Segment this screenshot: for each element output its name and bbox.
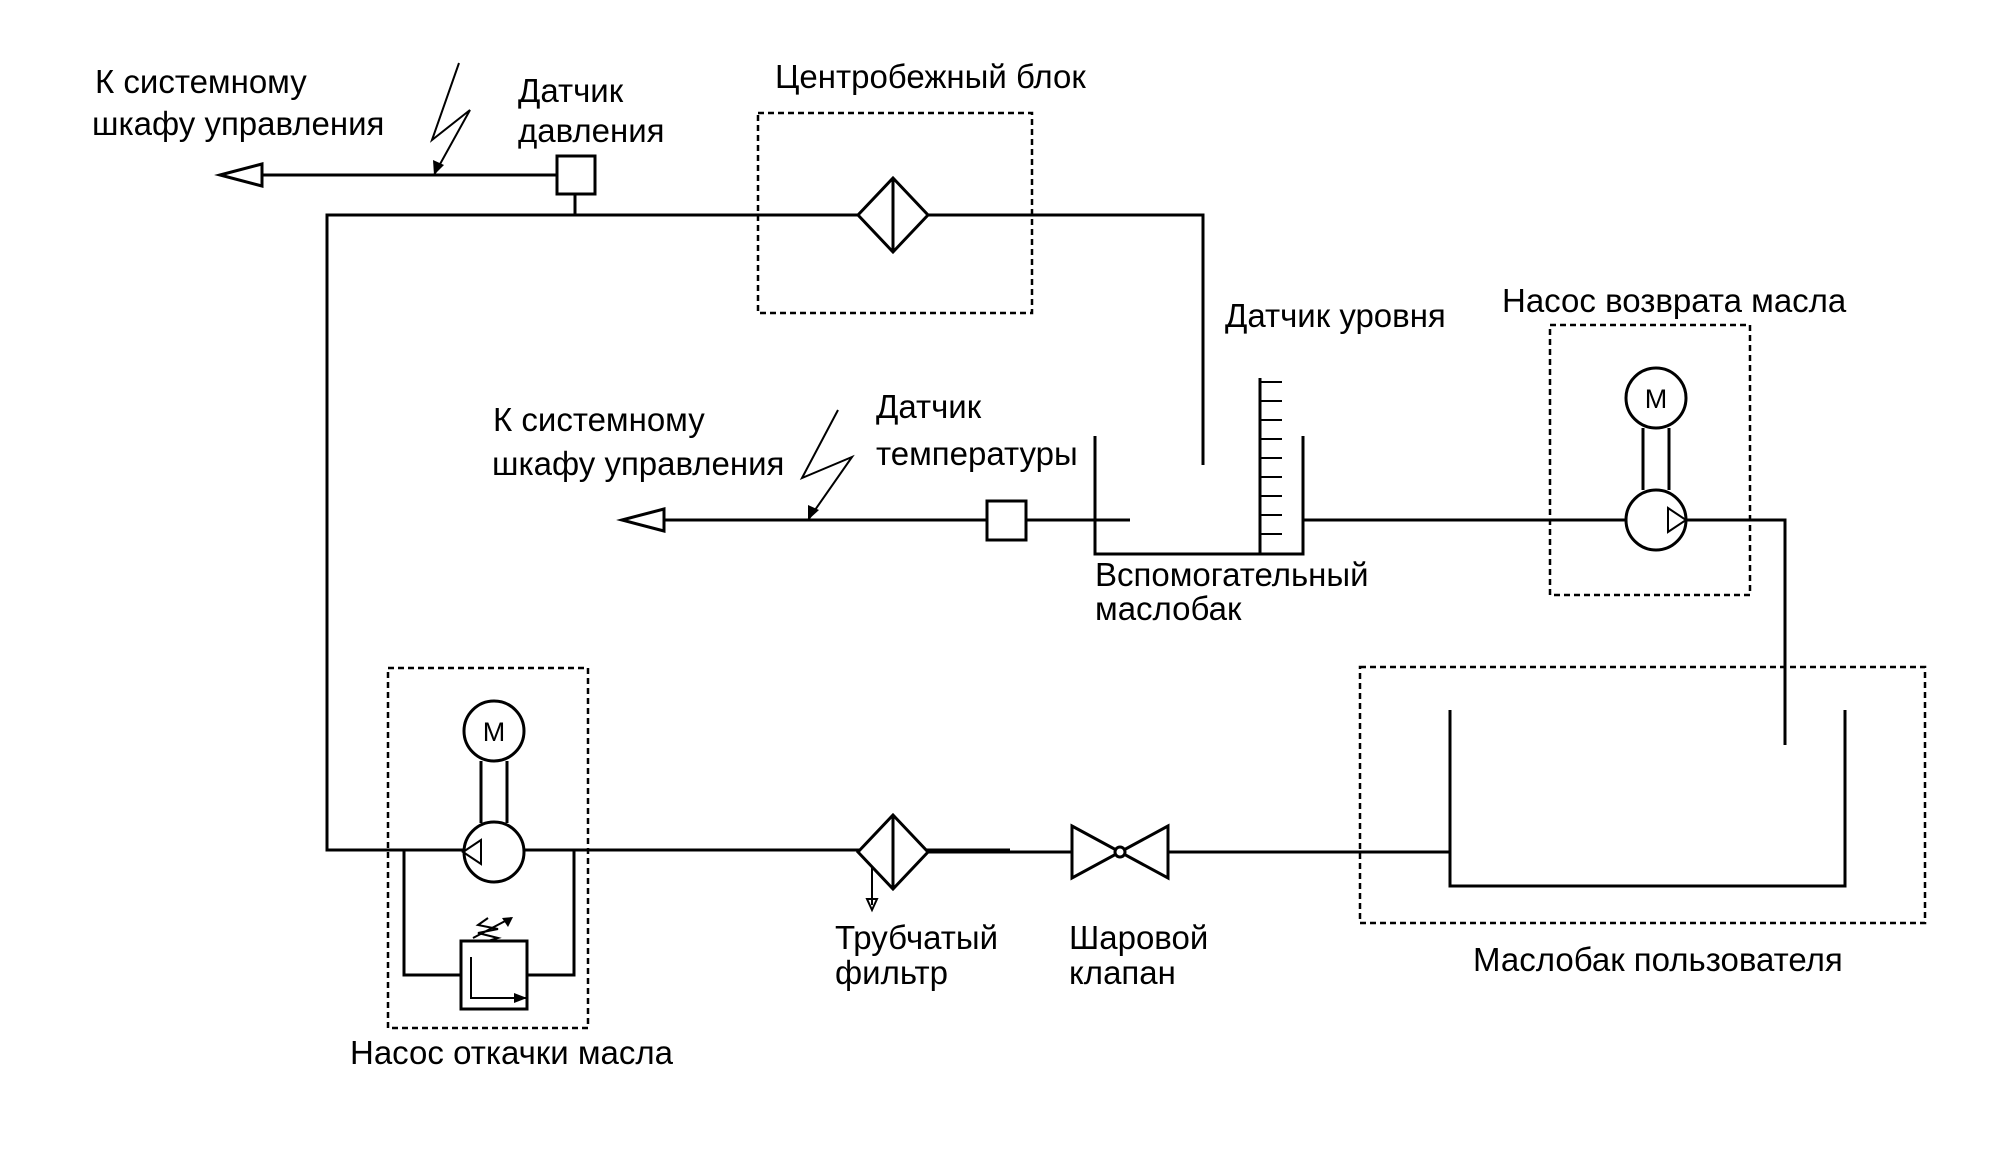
return-pump-label: Насос возврата масла: [1502, 282, 1847, 319]
signal-line-top: [214, 62, 557, 188]
to-cabinet-top-line2: шкафу управления: [92, 105, 384, 142]
aux-tank-label-line2: маслобак: [1095, 590, 1242, 627]
drain-pump: [386, 666, 590, 1030]
ball-valve-label-line2: клапан: [1069, 954, 1176, 991]
drain-pump-label: Насос откачки масла: [350, 1034, 674, 1071]
to-cabinet-mid-line2: шкафу управления: [492, 445, 784, 482]
drain-pump-icon: [462, 820, 526, 884]
aux-tank-label-line1: Вспомогательный: [1095, 556, 1369, 593]
return-pump-motor-icon: [1624, 366, 1688, 430]
ball-valve: [928, 823, 1450, 881]
level-sensor-label: Датчик уровня: [1225, 297, 1446, 334]
temperature-sensor-label-line2: температуры: [876, 435, 1078, 472]
tube-filter: [855, 812, 931, 913]
temperature-sensor: [985, 499, 1028, 542]
return-pump-icon: [1624, 488, 1688, 552]
temperature-sensor-label-line1: Датчик: [876, 388, 982, 425]
auxiliary-oil-tank: [1093, 436, 1650, 556]
signal-line-mid: [616, 409, 1130, 533]
ball-valve-label-line1: Шаровой: [1069, 919, 1208, 956]
top-pressure-line: [325, 195, 1205, 852]
tube-filter-label-line2: фильтр: [835, 954, 948, 991]
centrifugal-block: [756, 111, 1034, 315]
pressure-sensor-label-line1: Датчик: [518, 72, 624, 109]
to-cabinet-top-line1: К системному: [95, 63, 307, 100]
drain-pump-motor-label: M: [483, 717, 506, 747]
user-tank-label: Маслобак пользователя: [1473, 941, 1843, 978]
return-pump: [1548, 323, 1787, 745]
pressure-sensor: [555, 154, 597, 196]
return-pump-motor-label: M: [1645, 384, 1668, 414]
tube-filter-label-line1: Трубчатый: [835, 919, 998, 956]
level-sensor: [1258, 378, 1282, 554]
drain-pump-motor-icon: [462, 699, 526, 763]
to-cabinet-mid-line1: К системному: [493, 401, 705, 438]
pressure-sensor-label-line2: давления: [518, 112, 665, 149]
user-oil-tank: [1358, 665, 1927, 925]
centrifugal-block-label: Центробежный блок: [775, 58, 1086, 95]
